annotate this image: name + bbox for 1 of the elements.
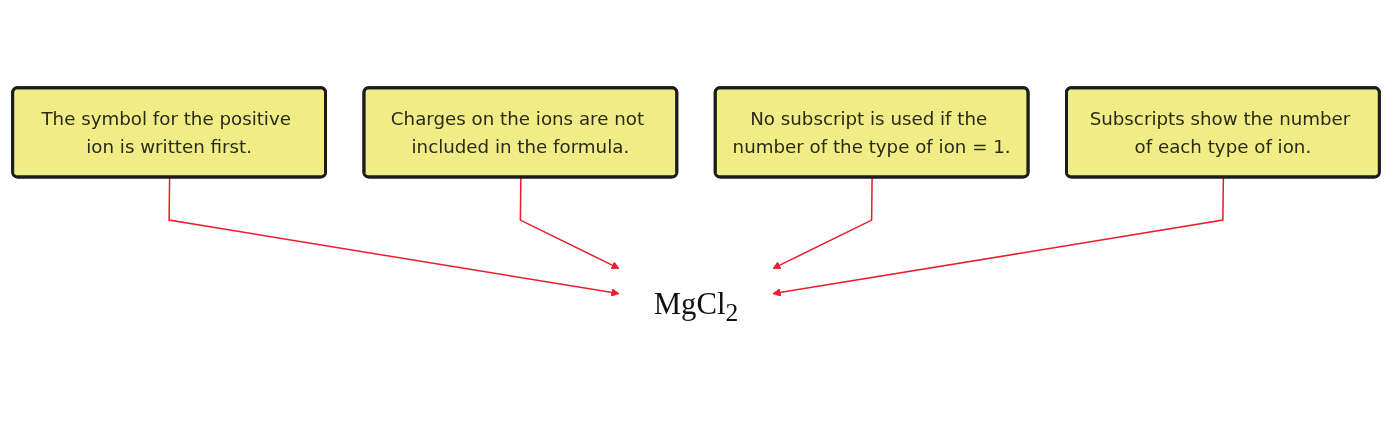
node-text: MgCl$_{2}$ <box>653 286 739 328</box>
